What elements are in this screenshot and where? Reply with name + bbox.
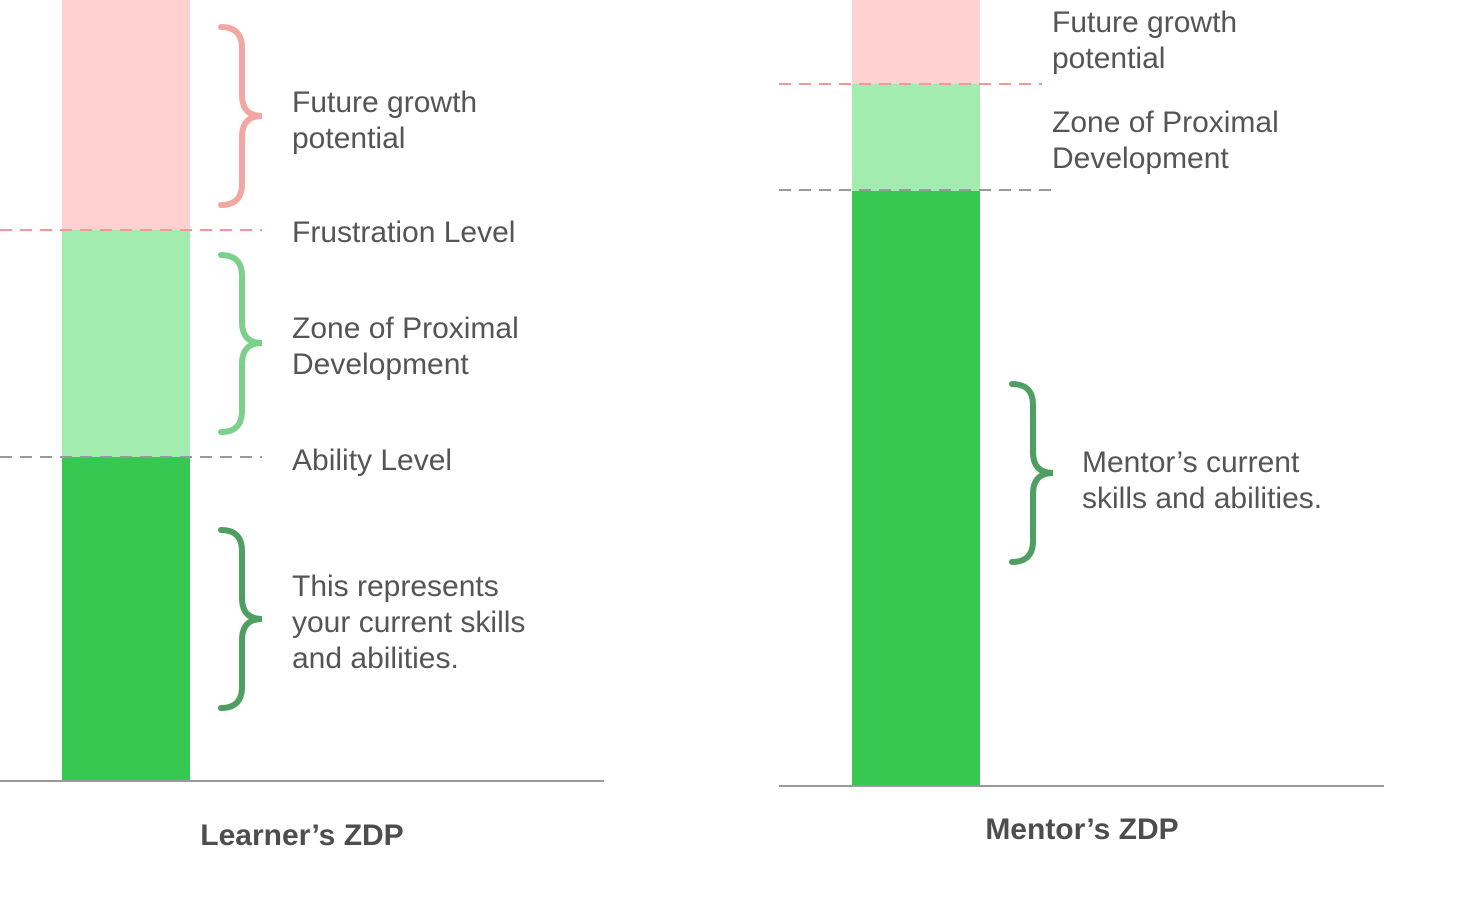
mentor-future-growth-segment xyxy=(852,0,980,84)
mentor-zpd-label: Zone of Proximal Development xyxy=(1052,106,1287,175)
learner-zdp-panel: Future growth potential Frustration Leve… xyxy=(0,0,604,852)
mentor-current-skills-brace xyxy=(1009,381,1054,565)
learner-future-growth-brace xyxy=(218,24,263,208)
mentor-zdp-panel: Future growth potential Zone of Proximal… xyxy=(779,0,1384,846)
learner-frustration-level-label: Frustration Level xyxy=(292,216,515,249)
mentor-zpd-segment xyxy=(852,84,980,191)
learner-future-growth-segment xyxy=(62,0,190,230)
mentor-current-skills-segment xyxy=(852,191,980,785)
learner-zpd-brace xyxy=(218,252,263,435)
learner-current-skills-label: This represents your current skills and … xyxy=(292,570,534,675)
learner-zpd-label: Zone of Proximal Development xyxy=(292,312,527,381)
learner-zpd-segment xyxy=(62,230,190,457)
mentor-current-skills-label: Mentor’s current skills and abilities. xyxy=(1082,446,1322,515)
learner-current-skills-brace xyxy=(218,527,263,711)
mentor-zdp-caption: Mentor’s ZDP xyxy=(985,813,1178,846)
learner-future-growth-label: Future growth potential xyxy=(292,86,485,155)
learner-ability-level-label: Ability Level xyxy=(292,444,452,477)
learner-zdp-caption: Learner’s ZDP xyxy=(200,819,403,852)
mentor-future-growth-label: Future growth potential xyxy=(1052,6,1245,75)
learner-current-skills-segment xyxy=(62,457,190,781)
